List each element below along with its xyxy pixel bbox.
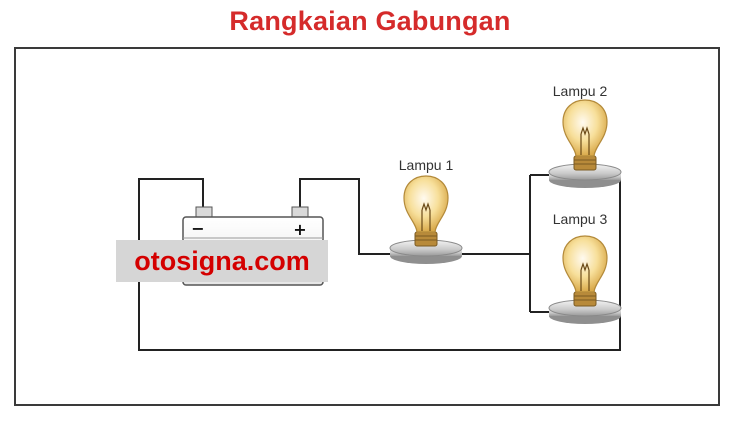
lamp-2 bbox=[548, 99, 622, 189]
lamp-1-label: Lampu 1 bbox=[399, 157, 454, 173]
watermark-label: otosigna.com bbox=[116, 240, 328, 282]
lamp-3 bbox=[548, 235, 622, 325]
battery-plus-label: + bbox=[293, 220, 306, 239]
diagram-title: Rangkaian Gabungan bbox=[229, 6, 511, 36]
lamp-2-label: Lampu 2 bbox=[553, 83, 608, 99]
outer-frame bbox=[14, 47, 720, 406]
lamp-3-label: Lampu 3 bbox=[553, 211, 608, 227]
battery-minus-label: − bbox=[191, 219, 204, 238]
lamp-1 bbox=[389, 175, 463, 265]
